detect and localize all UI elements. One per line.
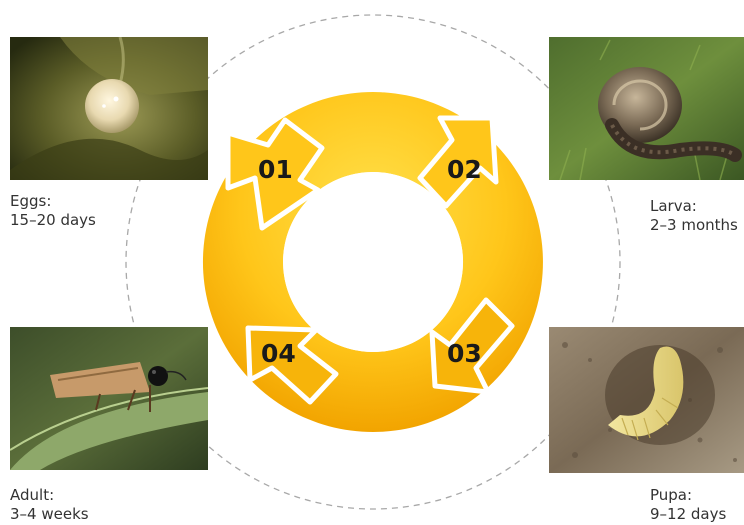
step-number-02: 02	[447, 155, 482, 184]
eggs-stage-name: Eggs:	[10, 192, 96, 211]
eggs-label: Eggs: 15–20 days	[10, 192, 96, 230]
eggs-duration: 15–20 days	[10, 211, 96, 230]
adult-label: Adult: 3–4 weeks	[10, 486, 89, 524]
larva-label: Larva: 2–3 months	[650, 197, 738, 235]
pupa-label: Pupa: 9–12 days	[650, 486, 726, 524]
larva-duration: 2–3 months	[650, 216, 738, 235]
adult-stage-name: Adult:	[10, 486, 89, 505]
larva-photo	[549, 37, 744, 180]
cycle-center	[283, 172, 463, 352]
larva-stage-name: Larva:	[650, 197, 738, 216]
step-number-01: 01	[258, 155, 293, 184]
pupa-stage-name: Pupa:	[650, 486, 726, 505]
adult-duration: 3–4 weeks	[10, 505, 89, 524]
step-number-04: 04	[261, 339, 296, 368]
step-number-03: 03	[447, 339, 482, 368]
pupa-photo	[549, 327, 744, 473]
adult-photo	[10, 327, 208, 470]
pupa-duration: 9–12 days	[650, 505, 726, 524]
eggs-photo	[10, 37, 208, 180]
